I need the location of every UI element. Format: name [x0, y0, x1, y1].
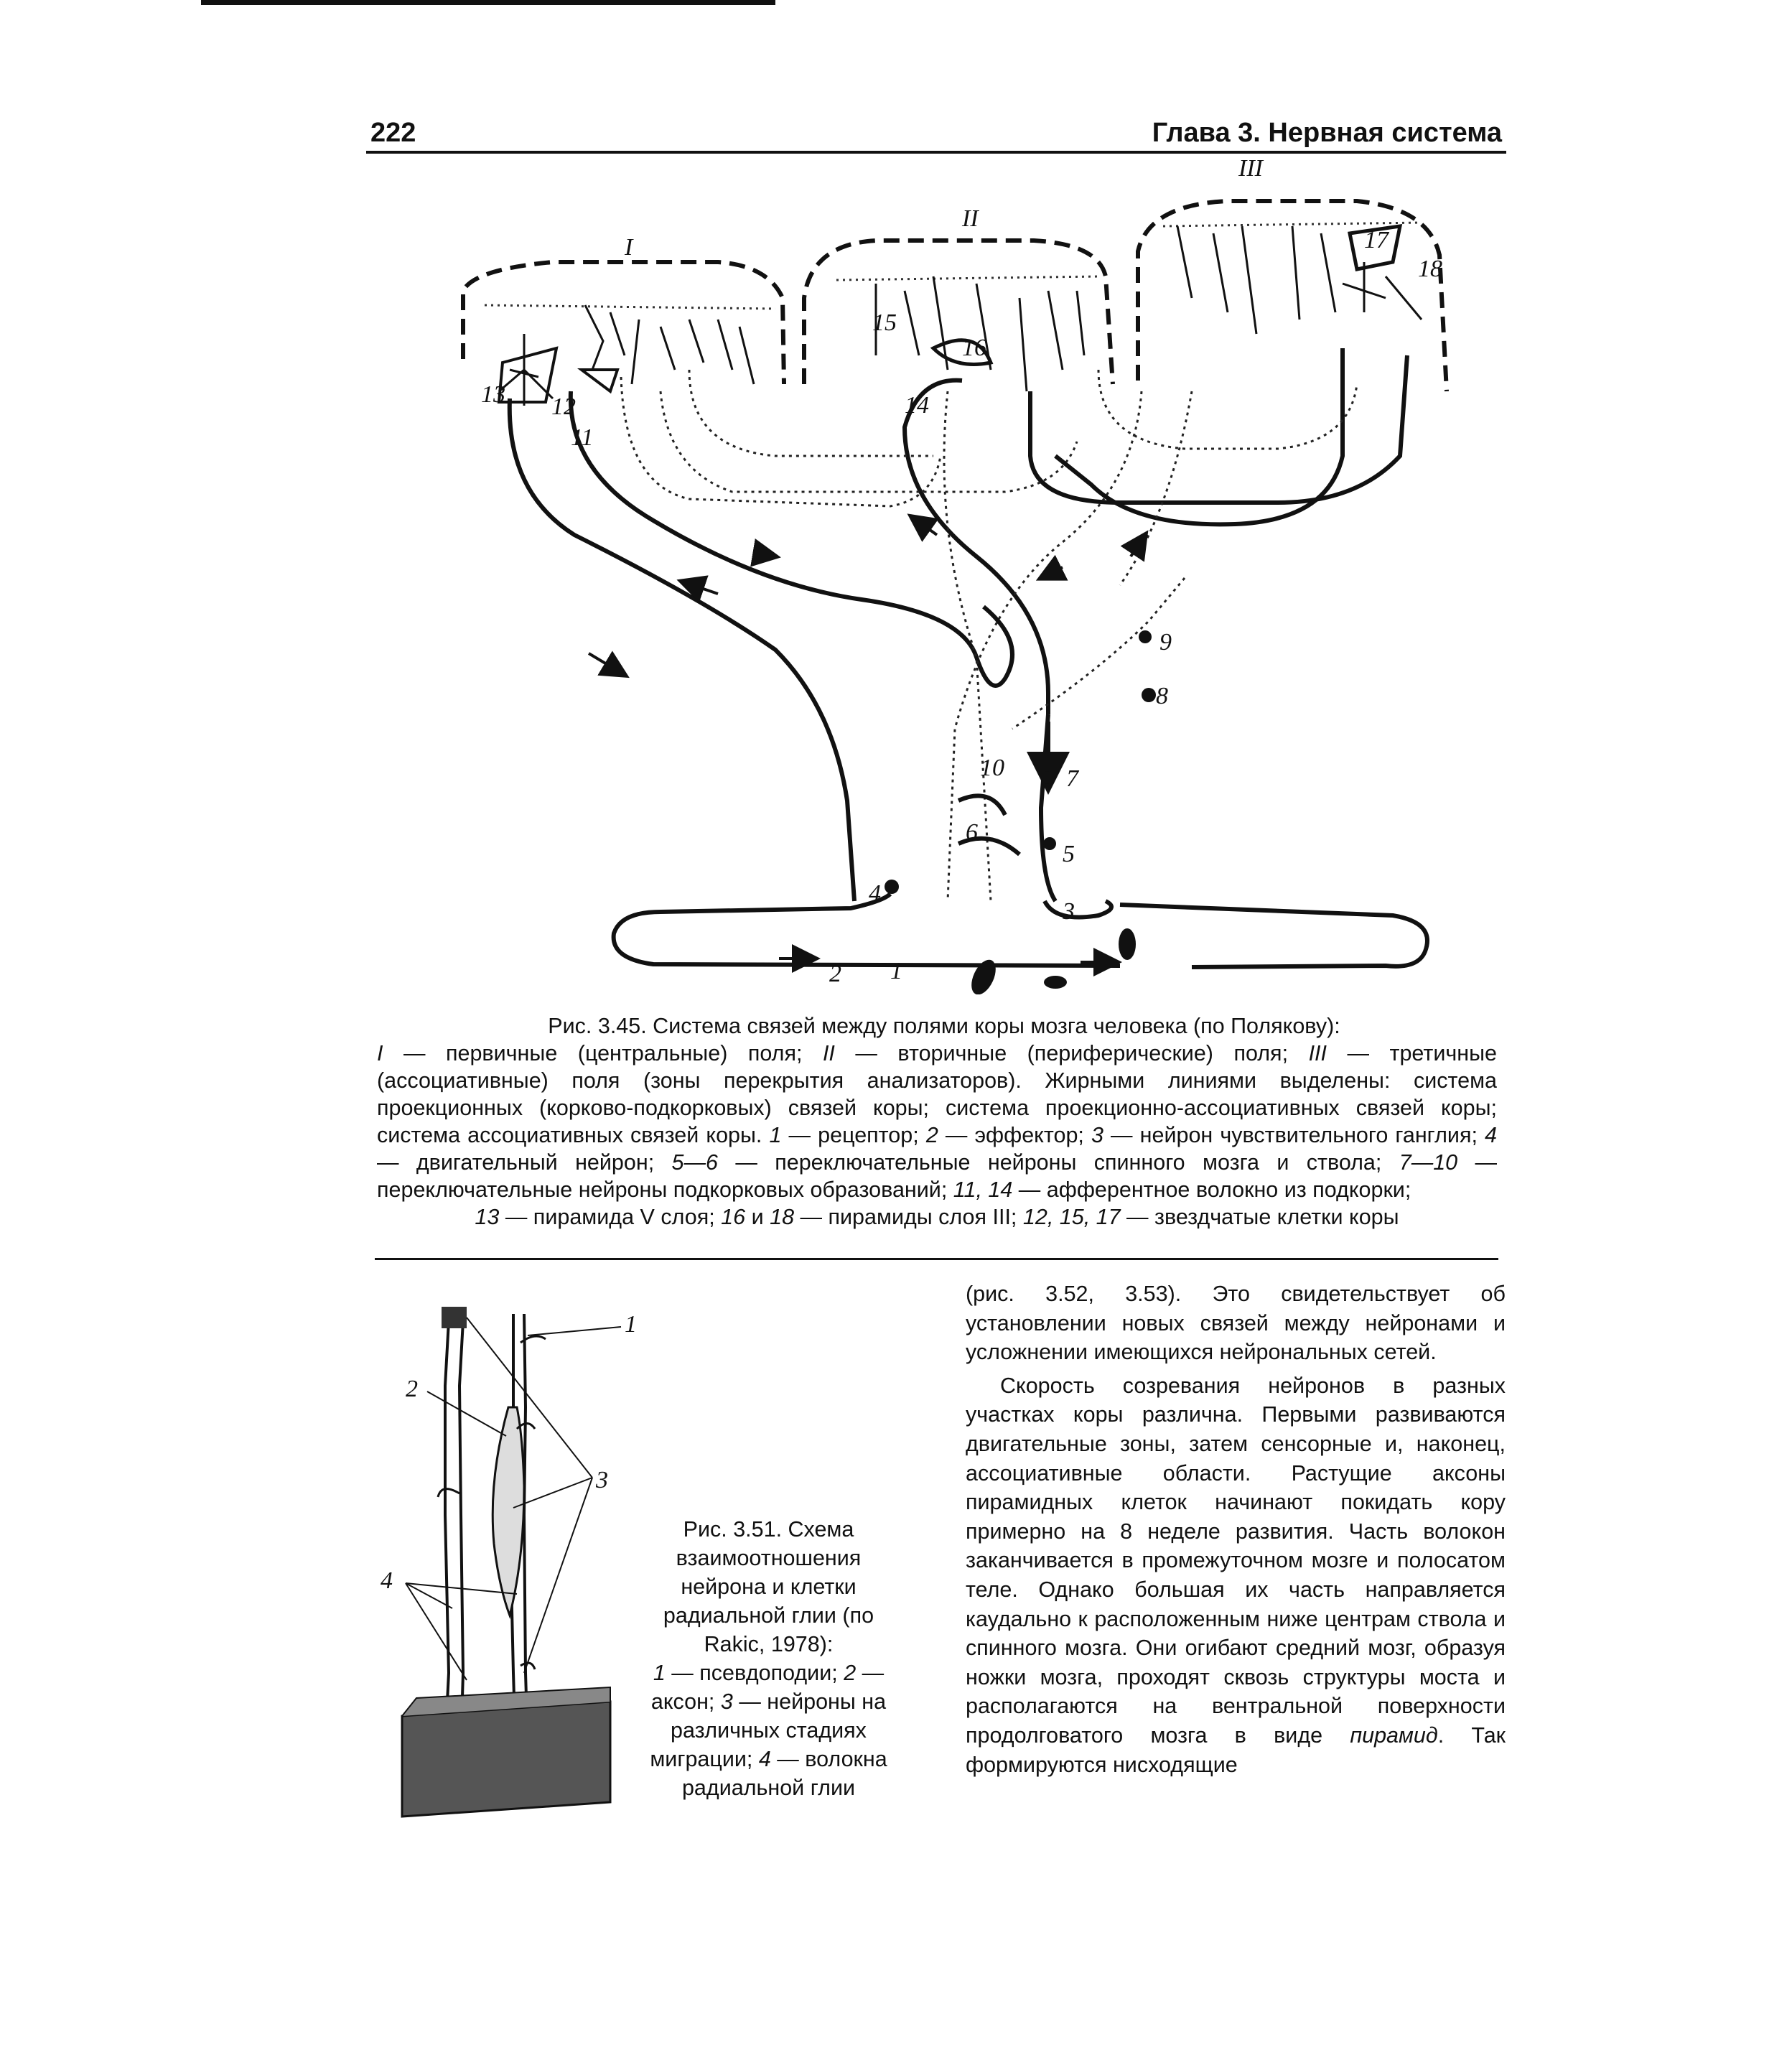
- figure-3-45: I II III 1 2 3 4 5 6 7 8 9 10 11 12 13 1…: [431, 154, 1479, 995]
- label-16: 16: [962, 335, 986, 361]
- figure-3-51-diagram: 1 2 3 4: [381, 1307, 637, 1818]
- field-label-i: I: [624, 234, 634, 261]
- caption-title: Рис. 3.45. Система связей между полями к…: [548, 1014, 1340, 1038]
- label-9: 9: [1159, 629, 1172, 656]
- label-10: 10: [980, 755, 1004, 781]
- fig51-caption-title: Рис. 3.51. Схема взаимоотношения нейрона…: [663, 1517, 874, 1656]
- section-divider: [375, 1258, 1498, 1260]
- caption-text: I — первичные (центральные) поля; II — в…: [377, 1041, 1497, 1202]
- label-4: 4: [869, 880, 881, 907]
- projection-fibers: [507, 348, 1409, 903]
- cortical-layer-lines: [484, 221, 1422, 310]
- top-edge-rule: [201, 0, 775, 5]
- direction-arrows: [587, 513, 1149, 976]
- body-paragraph-1: (рис. 3.52, 3.53). Это свидетельствует о…: [966, 1282, 1506, 1365]
- neuron-bodies: [885, 630, 1156, 995]
- label-12: 12: [551, 393, 576, 420]
- label-3: 3: [1062, 898, 1075, 925]
- label-11: 11: [571, 424, 593, 451]
- fiber-top-block: [442, 1307, 467, 1328]
- figure-3-51: 1 2 3 4: [373, 1300, 661, 1824]
- label-5: 5: [1063, 841, 1075, 867]
- field-label-ii: II: [961, 205, 979, 232]
- fig51-label-4: 4: [381, 1567, 393, 1594]
- cortical-field-outlines: [461, 199, 1449, 392]
- fig51-label-3: 3: [595, 1467, 608, 1493]
- field-label-iii: III: [1238, 155, 1264, 182]
- spinal-pathway: [611, 722, 1429, 969]
- page-header: 222 Глава 3. Нервная система: [366, 115, 1506, 154]
- tissue-block: [401, 1686, 612, 1818]
- label-2: 2: [829, 961, 841, 987]
- figure-3-45-caption: Рис. 3.45. Система связей между полями к…: [377, 1012, 1497, 1231]
- page-number: 222: [370, 118, 416, 148]
- label-13: 13: [481, 381, 505, 408]
- body-text: (рис. 3.52, 3.53). Это свидетельствует о…: [966, 1279, 1506, 1779]
- figure-3-51-caption: Рис. 3.51. Схема взаимоотношения нейрона…: [650, 1517, 887, 1800]
- fig51-label-1: 1: [625, 1311, 637, 1338]
- label-6: 6: [966, 819, 978, 846]
- caption-last-line: 13 — пирамида V слоя; 16 и 18 — пирамиды…: [475, 1205, 1399, 1229]
- label-1: 1: [890, 958, 902, 984]
- cortical-neurons: [497, 224, 1423, 406]
- migrating-neuron: [491, 1406, 526, 1620]
- figure-3-45-diagram: I II III 1 2 3 4 5 6 7 8 9 10 11 12 13 1…: [461, 155, 1449, 995]
- label-7: 7: [1066, 765, 1080, 792]
- running-head: Глава 3. Нервная система: [1152, 118, 1502, 148]
- body-paragraph-2: Скорость созревания нейронов в разных уч…: [966, 1373, 1506, 1777]
- label-17: 17: [1364, 227, 1390, 253]
- label-15: 15: [872, 309, 897, 336]
- label-pointers: [405, 1317, 622, 1681]
- fig51-label-2: 2: [406, 1376, 418, 1402]
- label-18: 18: [1418, 256, 1442, 282]
- association-fibers: [620, 369, 1358, 902]
- label-14: 14: [905, 392, 929, 419]
- pseudopodia: [437, 1335, 546, 1670]
- label-8: 8: [1156, 683, 1168, 709]
